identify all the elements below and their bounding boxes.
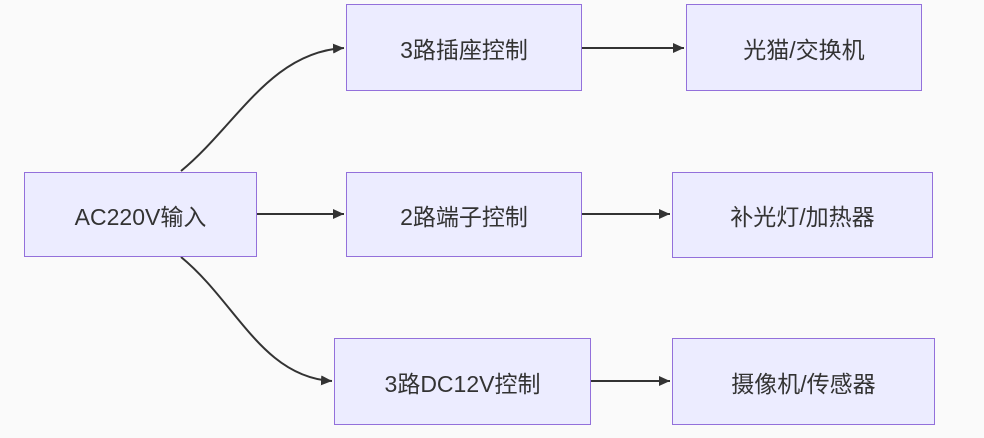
node-label: 摄像机/传感器 (731, 370, 876, 397)
node-modem-switch: 光猫/交换机 (686, 4, 922, 91)
node-label: 3路插座控制 (400, 36, 528, 63)
node-label: AC220V输入 (74, 203, 207, 230)
node-ac220v-input: AC220V输入 (24, 172, 257, 257)
node-label: 补光灯/加热器 (730, 204, 875, 230)
node-camera-sensor: 摄像机/传感器 (672, 338, 935, 425)
node-label: 光猫/交换机 (743, 36, 865, 63)
edge-input-to-dc12v (180, 256, 333, 386)
node-terminal-control: 2路端子控制 (346, 172, 582, 257)
edge-input-to-socket (180, 43, 345, 172)
node-socket-control: 3路插座控制 (346, 4, 582, 91)
node-dc12v-control: 3路DC12V控制 (334, 338, 591, 425)
node-label: 2路端子控制 (400, 203, 528, 230)
node-filllight-heater: 补光灯/加热器 (672, 172, 933, 258)
node-label: 3路DC12V控制 (384, 370, 541, 397)
